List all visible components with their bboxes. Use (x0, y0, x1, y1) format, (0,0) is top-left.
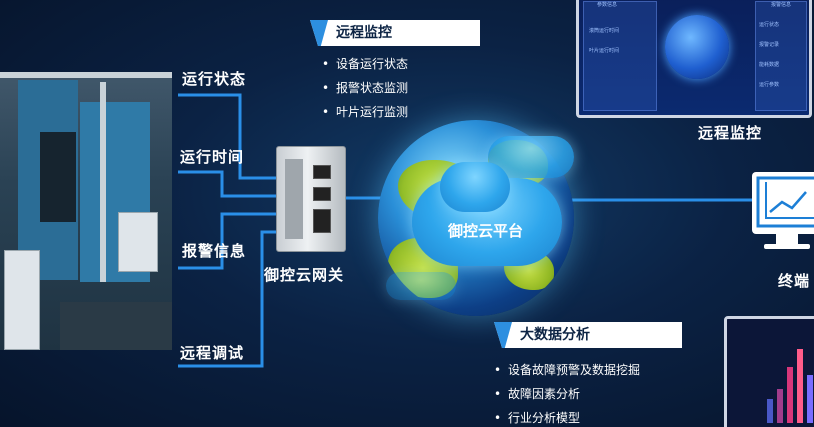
chart-trend-icon (756, 176, 814, 228)
label-alarm-info: 报警信息 (182, 242, 247, 260)
list-item: 设备故障预警及数据挖掘 (492, 358, 640, 382)
list-item: 叶片运行监测 (320, 100, 408, 124)
list-item: 设备运行状态 (320, 52, 408, 76)
big-data-title: 大数据分析 (494, 322, 682, 348)
big-data-list: 设备故障预警及数据挖掘 故障因素分析 行业分析模型 (492, 358, 640, 427)
list-item: 报警状态监测 (320, 76, 408, 100)
cloud-label: 御控云平台 (448, 222, 524, 240)
terminal-monitor-icon (752, 172, 814, 249)
gateway-device (276, 146, 346, 252)
screen-text-panel-left: 参数信息 (597, 2, 618, 8)
line-run-time (178, 170, 276, 198)
list-item: 故障因素分析 (492, 382, 640, 406)
analytics-chart-icon (727, 319, 814, 427)
line-run-status (178, 93, 276, 180)
line-alarm-info (178, 212, 276, 270)
label-run-time: 运行时间 (180, 148, 245, 166)
gateway-label: 御控云网关 (264, 266, 345, 284)
machine-photo (0, 72, 172, 350)
screen-text-side: 运行状态 (759, 22, 780, 28)
screen-text-row: 叶片运行时间 (589, 48, 620, 54)
label-remote-debug: 远程调试 (180, 344, 245, 362)
remote-monitoring-list: 设备运行状态 报警状态监测 叶片运行监测 (320, 52, 408, 124)
screen-text-panel-right: 报警信息 (771, 2, 792, 8)
earth-icon (665, 15, 729, 79)
screen-text-side: 报警记录 (759, 42, 780, 48)
monitor-screen: 参数信息 报警信息 滚筒运行时间 叶片运行时间 运行状态 报警记录 能耗数据 运… (576, 0, 812, 118)
line-remote-debug (178, 230, 276, 368)
remote-monitoring-title: 远程监控 (310, 20, 480, 46)
screen-text-side: 能耗数据 (759, 62, 780, 68)
analytics-screen (724, 316, 814, 427)
screen-label: 远程监控 (698, 124, 763, 142)
terminal-label: 终端 (778, 272, 811, 290)
cloud-icon-faint (386, 272, 456, 300)
cloud-icon-top (440, 162, 510, 212)
screen-text-row: 滚筒运行时间 (589, 28, 620, 34)
list-item: 行业分析模型 (492, 406, 640, 427)
label-run-status: 运行状态 (182, 70, 247, 88)
screen-text-side: 运行参数 (759, 82, 780, 88)
